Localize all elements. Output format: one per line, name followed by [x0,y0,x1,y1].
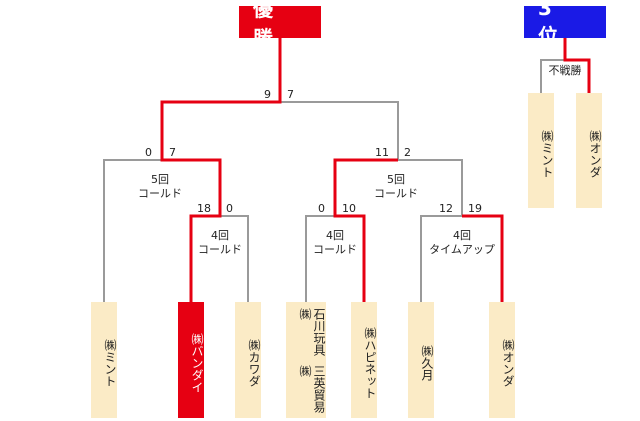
score-semi2-right: 2 [404,146,411,159]
score-qf1-left: 18 [197,202,211,215]
score-final-right: 7 [287,88,294,101]
note-qf3: 4回 タイムアップ [429,229,495,256]
team-happinet: ㈱ハピネット [351,302,377,418]
score-qf2-right: 10 [342,202,356,215]
line-semi2-right [398,159,463,216]
line-third-left [540,59,565,93]
line-bandai-path [160,38,282,302]
line-onda-path [462,214,504,302]
note-semi1: 5回 コールド [138,173,182,200]
score-qf2-left: 0 [318,202,325,215]
line-kyugetsu-qf [420,215,462,302]
score-qf3-right: 19 [468,202,482,215]
third-team-mint: ㈱ミント [528,93,554,208]
score-qf3-left: 12 [439,202,453,215]
team-kawada: ㈱カワダ [235,302,261,418]
line-third-right [563,38,591,93]
team-sanei-ishikawa: 三英貿易㈱ 石川玩具㈱ [286,302,326,418]
third-team-onda: ㈱オンダ [576,93,602,208]
score-semi1-right: 7 [169,146,176,159]
line-kawada-qf [220,215,249,302]
line-happinet-path [333,158,398,302]
note-qf1: 4回 コールド [198,229,242,256]
champion-banner: 優 勝 [239,0,321,50]
note-qf2: 4回 コールド [313,229,357,256]
line-mint-semi [103,159,162,302]
team-mint: ㈱ミント [91,302,117,418]
score-semi1-left: 0 [145,146,152,159]
team-sanei: 三英貿易㈱ [298,365,326,413]
third-place-note: 不戦勝 [548,64,582,77]
team-onda: ㈱オンダ [489,302,515,418]
team-bandai: ㈱バンダイ [178,302,204,418]
team-ishikawa: 石川玩具㈱ [298,308,326,356]
team-kyugetsu: ㈱久月 [408,302,434,418]
third-place-banner: 3 位 [524,0,606,48]
line-ishikawa-qf [305,215,335,302]
score-qf1-right: 0 [226,202,233,215]
note-semi2: 5回 コールド [374,173,418,200]
score-semi2-left: 11 [375,146,389,159]
score-final-left: 9 [264,88,271,101]
line-final-right [280,101,399,160]
